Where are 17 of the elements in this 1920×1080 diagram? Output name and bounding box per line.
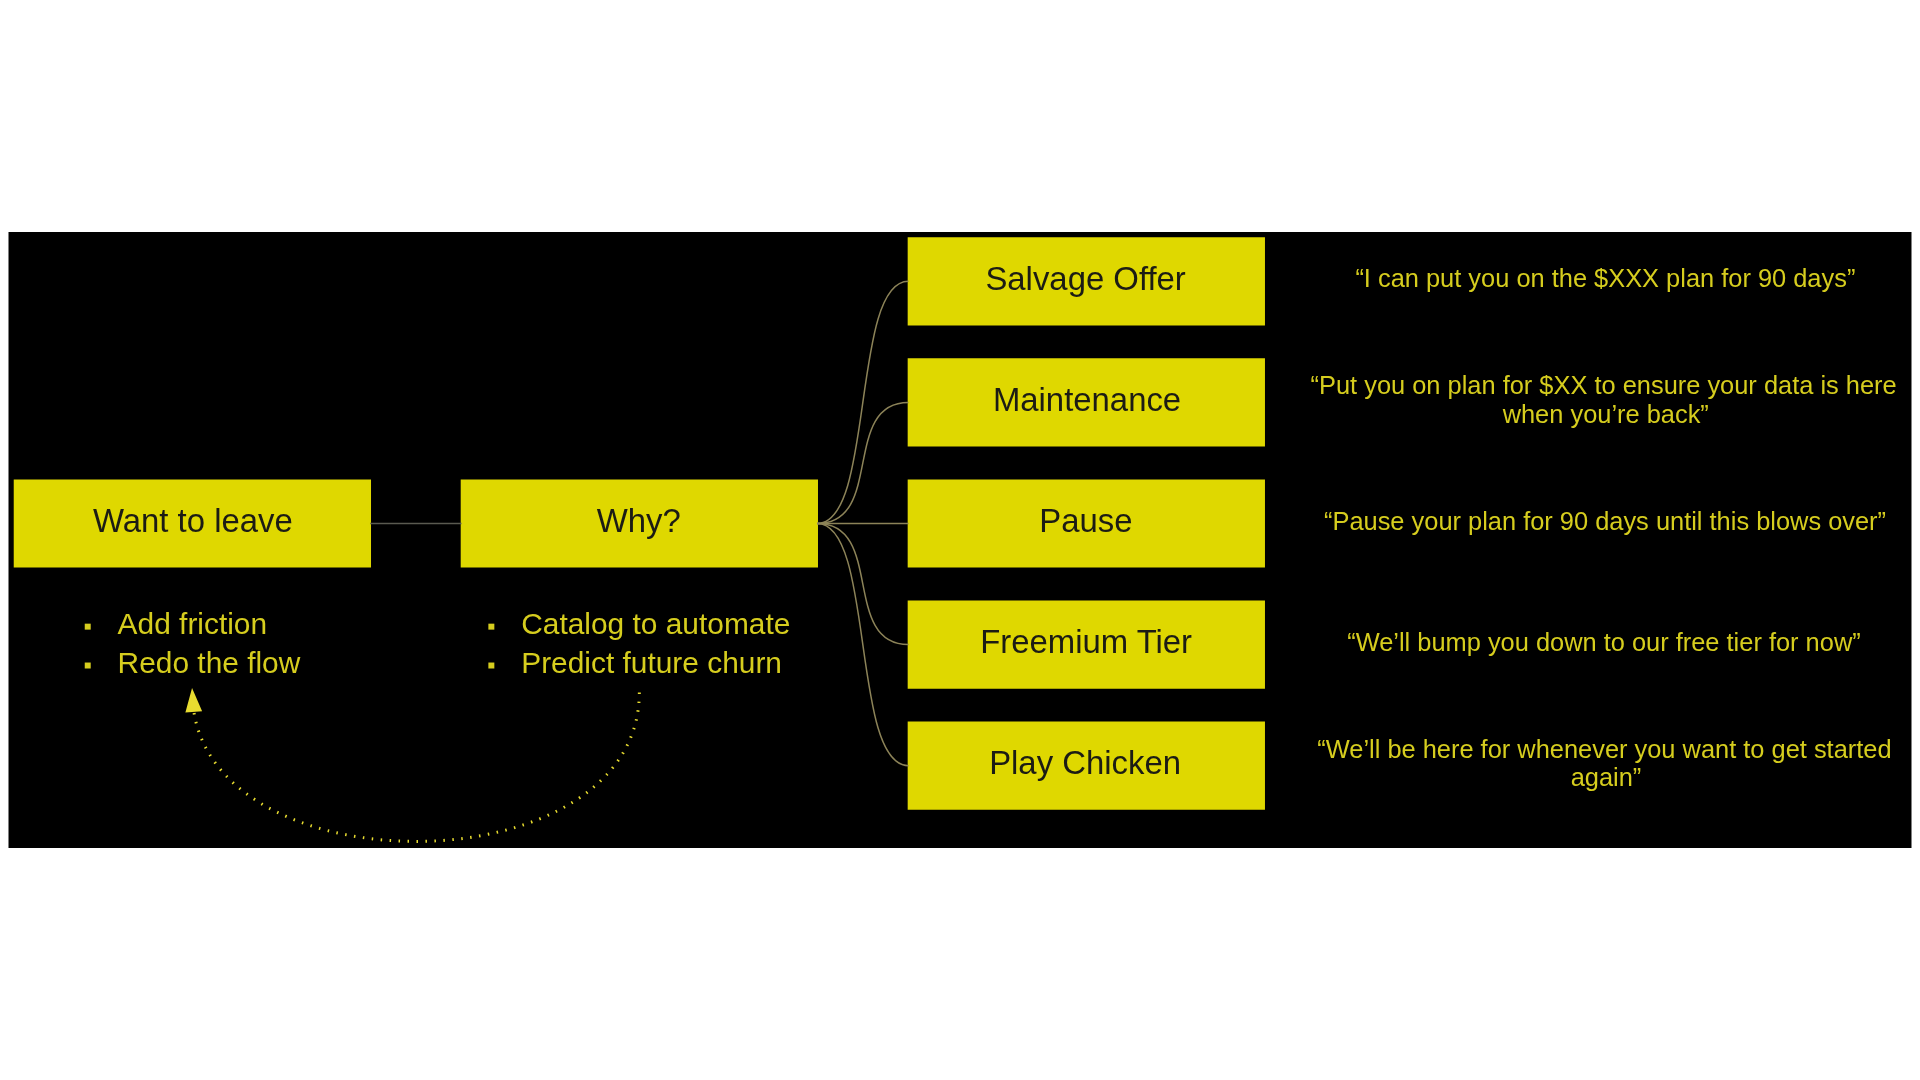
connector — [369, 522, 463, 525]
node-text: Catalog to automate Predict future churn — [521, 607, 791, 679]
node-label: “We’ll be here for whenever you want to get started again” — [1317, 734, 1892, 792]
node-box: Salvage Offer — [907, 237, 1265, 326]
node-label: “Put you on plan for $XX to ensure your data is here when you’re back” — [1310, 371, 1897, 428]
arrow — [185, 687, 641, 843]
node-label: “Pause your plan for 90 days until this blows over” — [1324, 506, 1887, 535]
connector — [816, 522, 910, 767]
node-text: Add friction Redo the flow — [117, 607, 301, 679]
node-box: Want to leave — [13, 479, 371, 568]
node-label: “We’ll bump you down to our free tier for now” — [1347, 627, 1861, 656]
node-box: Freemium Tier — [907, 600, 1265, 689]
node-box: Maintenance — [907, 358, 1265, 447]
node-box: Why? — [460, 479, 818, 568]
node-box: Pause — [907, 479, 1265, 568]
node-box: Play Chicken — [907, 721, 1265, 810]
node-label: “I can put you on the $XXX plan for 90 days” — [1355, 264, 1856, 293]
